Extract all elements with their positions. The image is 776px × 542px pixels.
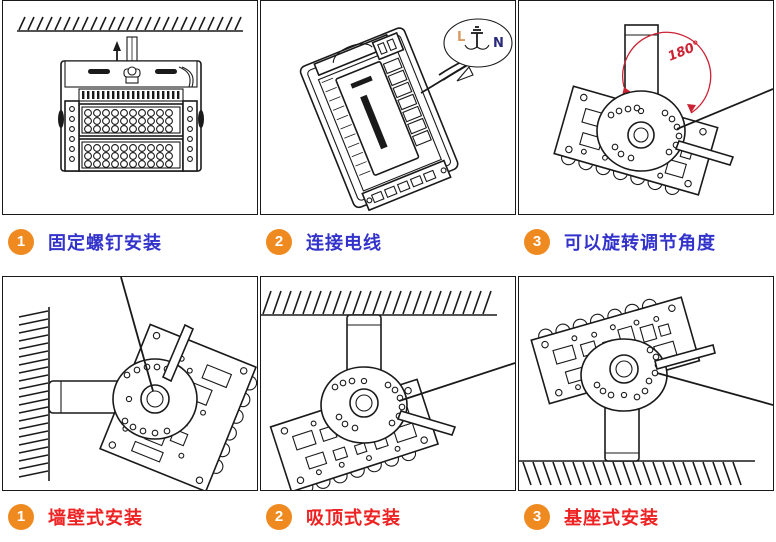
step-label-1: 固定螺钉安装 <box>48 233 162 254</box>
panel-ceiling-mount-installation <box>260 276 516 491</box>
caption-rotation-angle-adjustment: 3 可以旋转调节角度 <box>524 220 774 264</box>
mount-badge-1: 1 <box>8 504 34 530</box>
wall-hatch-icon <box>18 307 50 481</box>
pivot-knuckle <box>112 323 198 440</box>
led-module-upper <box>78 103 184 137</box>
step-badge-1: 1 <box>8 229 34 255</box>
step-badge-3: 3 <box>524 229 550 255</box>
pivot-knuckle <box>580 338 716 412</box>
caption-screw-fixing-installation: 1 固定螺钉安装 <box>8 220 258 264</box>
mount-label-2: 吸顶式安装 <box>306 508 401 529</box>
caption-ceiling-mount-installation: 2 吸顶式安装 <box>266 495 516 539</box>
rotation-angle-label: 180° <box>666 38 703 65</box>
flood-light-perspective-view <box>299 27 459 212</box>
wiring-callout-bubble: L N <box>443 18 513 82</box>
mount-label-3: 基座式安装 <box>564 508 659 529</box>
caption-wire-connection: 2 连接电线 <box>266 220 516 264</box>
mount-badge-3: 3 <box>524 504 550 530</box>
caption-base-mount-installation: 3 基座式安装 <box>524 495 774 539</box>
pivot-knuckle <box>596 90 735 172</box>
instruction-row-top: L N 180° <box>2 0 774 264</box>
callout-live-label: L <box>457 30 465 45</box>
led-module-lower <box>78 138 184 172</box>
panel-rotation-angle-adjustment: 180° <box>518 0 774 215</box>
mount-badge-2: 2 <box>266 504 292 530</box>
flood-light-front-view <box>58 60 204 172</box>
panel-wall-mount-installation <box>2 276 258 491</box>
panel-screw-fixing-installation <box>2 0 258 215</box>
step-badge-2: 2 <box>266 229 292 255</box>
panel-base-mount-installation <box>518 276 774 491</box>
panel-wire-connection: L N <box>260 0 516 215</box>
step-label-3: 可以旋转调节角度 <box>564 233 716 254</box>
ceiling-hatch-icon <box>261 290 497 316</box>
side-brackets <box>58 100 204 172</box>
step-label-2: 连接电线 <box>306 233 382 254</box>
ceiling-hatch-icon <box>17 16 243 32</box>
caption-wall-mount-installation: 1 墙壁式安装 <box>8 495 258 539</box>
ground-hatch-icon <box>519 460 755 486</box>
instruction-row-bottom: 1 墙壁式安装 2 吸顶式安装 3 基座式安装 <box>0 272 776 542</box>
mount-label-1: 墙壁式安装 <box>48 508 143 529</box>
callout-neutral-label: N <box>493 36 504 51</box>
pivot-knuckle <box>320 366 457 444</box>
